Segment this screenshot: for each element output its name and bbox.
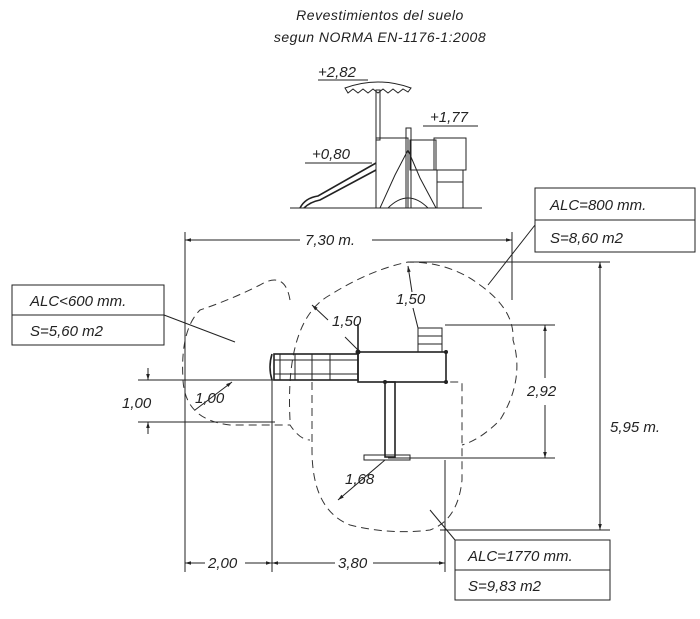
dim-total-depth: 5,95 m. <box>610 419 660 436</box>
zone-label-left: ALC<600 mm. S=5,60 m2 <box>11 284 236 346</box>
dim-ladder-span: 2,92 <box>526 383 557 400</box>
dim-slide-clearance: 1,00 <box>195 390 225 407</box>
zone-label-top: ALC=800 mm. S=8,60 m2 <box>487 187 696 286</box>
dim-total-width: 7,30 m. <box>305 232 355 249</box>
dim-slide-band: 1,00 <box>122 395 152 412</box>
zone-bottom-outline <box>311 381 463 533</box>
zone-bottom-surface: S=9,83 m2 <box>468 578 542 595</box>
dim-clearance-bottom: 1,68 <box>345 471 375 488</box>
title-line-2: segun NORMA EN-1176-1:2008 <box>274 29 486 45</box>
dimensions: 7,30 m. 2,00 3,80 5,95 m. 2,92 1,00 1,00… <box>122 232 660 572</box>
zone-top-alc: ALC=800 mm. <box>549 197 646 214</box>
zone-bottom-alc: ALC=1770 mm. <box>467 548 573 565</box>
zone-top-surface: S=8,60 m2 <box>550 230 624 247</box>
zone-label-bottom: ALC=1770 mm. S=9,83 m2 <box>429 509 611 601</box>
title-line-1: Revestimientos del suelo <box>296 7 464 23</box>
height-platform-label: +0,80 <box>312 146 351 163</box>
zone-left-surface: S=5,60 m2 <box>30 323 104 340</box>
structure-plan <box>269 324 448 461</box>
dim-lower-width: 3,80 <box>338 555 368 572</box>
elevation-view: +2,82 +1,77 +0,80 <box>290 64 482 209</box>
height-roof-label: +1,77 <box>430 109 469 126</box>
dim-clearance-top: 1,50 <box>396 291 426 308</box>
dim-left-offset: 2,00 <box>207 555 238 572</box>
dim-clearance-corner: 1,50 <box>332 313 362 330</box>
zone-left-alc: ALC<600 mm. <box>29 293 126 310</box>
height-umbrella-label: +2,82 <box>318 64 357 81</box>
